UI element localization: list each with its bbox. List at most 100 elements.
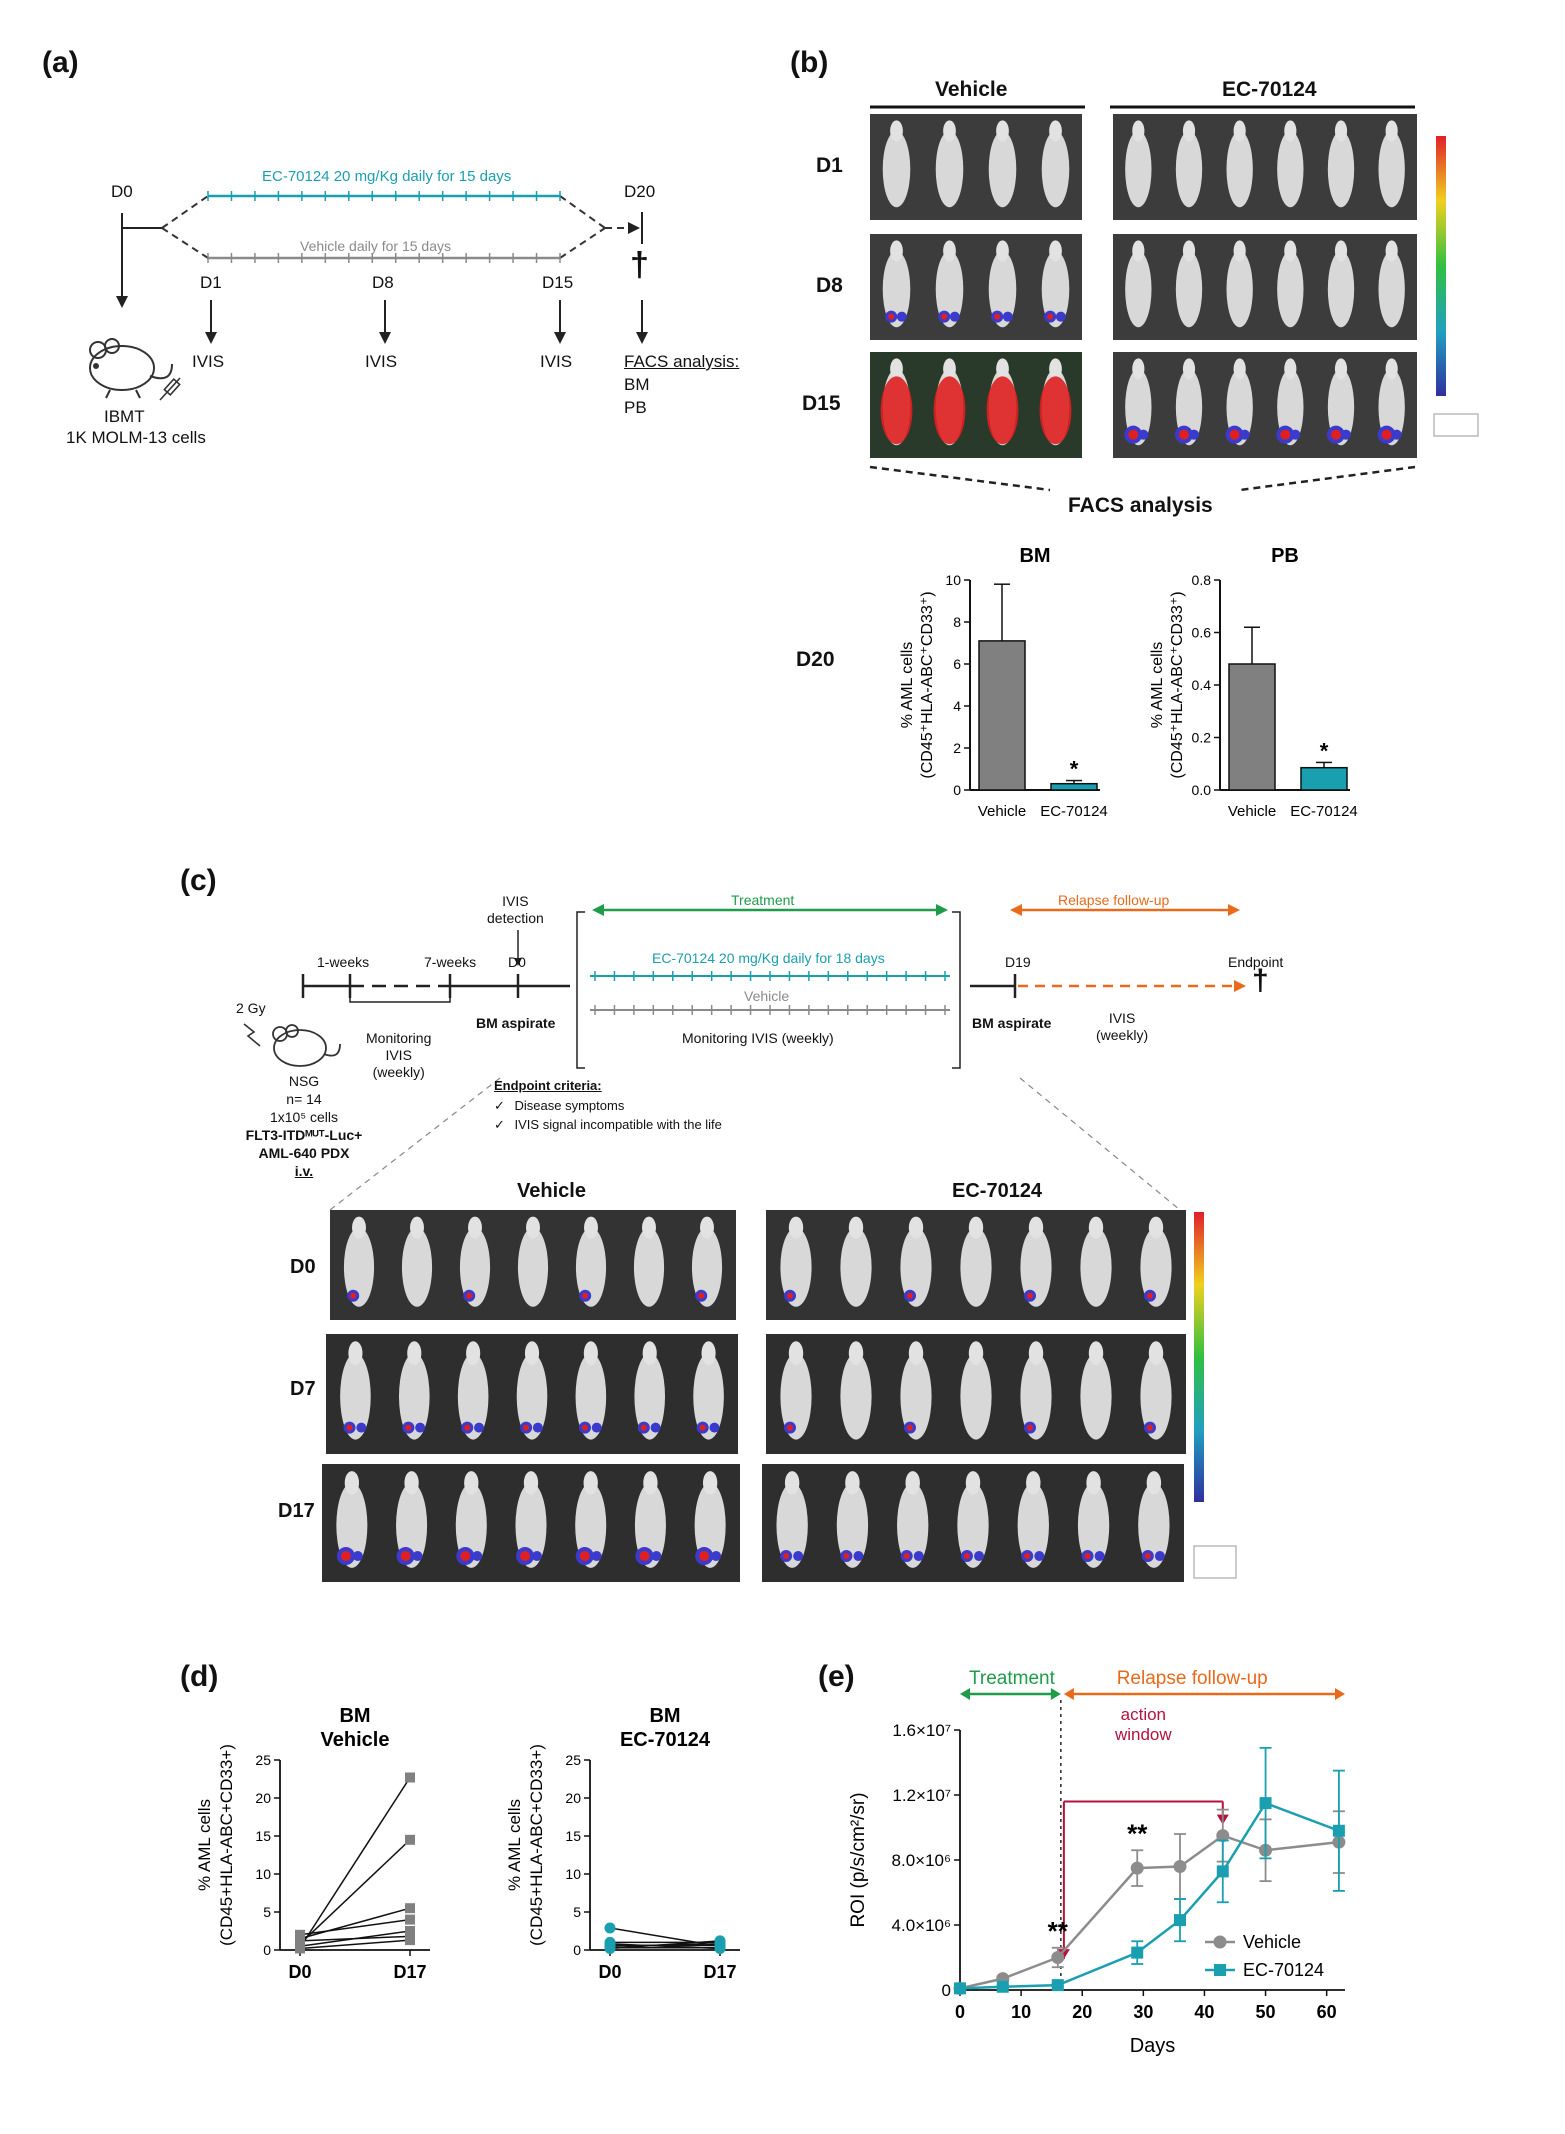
x-tick-label: 40 bbox=[1194, 2002, 1214, 2022]
mouse-head bbox=[943, 358, 956, 380]
bioluminescence-core bbox=[1024, 1553, 1031, 1560]
c-vehicle-header: Vehicle bbox=[517, 1180, 586, 1202]
y-axis-label: ROI (p/s/cm²/sr) bbox=[848, 1792, 869, 1927]
mouse-head bbox=[1182, 358, 1196, 380]
bioluminescence-spot bbox=[650, 1422, 661, 1433]
panel-label-c: (c) bbox=[180, 864, 217, 897]
mouse-head bbox=[1334, 358, 1348, 380]
relapse-label: Relapse follow-up bbox=[1117, 1668, 1268, 1689]
mouse-image bbox=[455, 1482, 487, 1568]
mouse-head bbox=[1026, 1471, 1041, 1495]
mouse-head bbox=[1385, 240, 1398, 262]
mouse-head bbox=[584, 1216, 598, 1239]
mouse-image bbox=[1140, 1227, 1172, 1307]
bioluminescence-core bbox=[464, 1424, 471, 1431]
mouse-image bbox=[882, 250, 911, 328]
y-axis-label: % AML cells bbox=[1149, 642, 1166, 729]
series-line bbox=[299, 1907, 411, 1940]
mouse-head bbox=[1088, 1341, 1104, 1366]
panel-label-d: (d) bbox=[180, 1660, 219, 1693]
bioluminescence-core bbox=[400, 1551, 411, 1562]
bioluminescence-core bbox=[466, 1292, 473, 1299]
bioluminescence-core bbox=[787, 1292, 793, 1299]
mouse-image bbox=[575, 1482, 607, 1568]
mouse-image bbox=[988, 130, 1017, 208]
mouse-head bbox=[788, 1216, 804, 1239]
bioluminescence-core bbox=[1147, 1424, 1153, 1431]
action-window-label: action bbox=[1121, 1705, 1166, 1724]
mouse-head bbox=[965, 1471, 981, 1495]
data-point bbox=[1051, 1951, 1065, 1964]
y-tick-label: 0 bbox=[263, 1942, 271, 1958]
significance-mark: ** bbox=[1127, 1818, 1148, 1848]
mouse-head bbox=[1088, 1216, 1104, 1239]
b-vehicle-header: Vehicle bbox=[935, 78, 1008, 101]
bioluminescence-spot bbox=[880, 376, 913, 445]
mouse-head bbox=[642, 1341, 657, 1366]
data-point bbox=[405, 1772, 415, 1783]
bioluminescence-core bbox=[941, 313, 948, 320]
c-ivis-weekly: IVIS (weekly) bbox=[1096, 1010, 1149, 1043]
a-day-label: D15 bbox=[542, 273, 574, 292]
series-line bbox=[959, 1801, 1340, 1990]
mouse-head bbox=[890, 240, 903, 262]
bioluminescence-core bbox=[582, 1292, 589, 1299]
c-colorbar bbox=[1193, 1212, 1237, 1579]
mouse-head bbox=[464, 1471, 479, 1495]
mouse-image bbox=[343, 1227, 375, 1307]
y-axis-label: (CD45+HLA-ABC+CD33+) bbox=[527, 1744, 546, 1946]
data-point bbox=[295, 1929, 305, 1940]
mouse-icon bbox=[272, 1024, 341, 1067]
bioluminescence-core bbox=[1047, 313, 1054, 320]
bioluminescence-spot bbox=[913, 1551, 924, 1562]
mouse-icon bbox=[89, 338, 173, 399]
bioluminescence-core bbox=[520, 1551, 531, 1562]
y-tick-label: 1.2×10⁷ bbox=[892, 1786, 951, 1805]
a-vehicle-label: Vehicle daily for 15 days bbox=[300, 238, 451, 254]
bioluminescence-core bbox=[698, 1292, 705, 1299]
y-tick-label: 2 bbox=[953, 740, 961, 756]
chart-title: BM bbox=[1019, 545, 1050, 567]
bioluminescence-core bbox=[907, 1292, 913, 1299]
x-tick-label: 20 bbox=[1072, 2002, 1092, 2022]
mouse-head bbox=[583, 1341, 598, 1366]
c-d19-label: D19 bbox=[1005, 954, 1031, 970]
mouse-head bbox=[1385, 358, 1398, 380]
b-imaging-ec-d15 bbox=[1113, 352, 1417, 458]
bioluminescence-spot bbox=[711, 1551, 722, 1562]
data-point bbox=[405, 1903, 415, 1914]
mouse-head bbox=[1284, 358, 1297, 380]
mouse-image bbox=[957, 1482, 989, 1568]
y-tick-label: 0 bbox=[573, 1942, 581, 1958]
mouse-image bbox=[575, 1227, 607, 1307]
x-tick-label: Vehicle bbox=[978, 803, 1026, 820]
data-point bbox=[1259, 1797, 1272, 1810]
series-line bbox=[959, 1834, 1340, 1990]
mouse-image bbox=[882, 130, 911, 208]
mouse-head bbox=[784, 1471, 800, 1495]
bioluminescence-core bbox=[787, 1424, 793, 1431]
series-line bbox=[299, 1839, 411, 1945]
bioluminescence-spot bbox=[1094, 1551, 1105, 1562]
mouse-head bbox=[1233, 120, 1246, 142]
mouse-head bbox=[1132, 240, 1145, 262]
c-imaging-ec-d17 bbox=[762, 1464, 1184, 1582]
mouse-image bbox=[1175, 130, 1203, 208]
a-cells-label: 1K MOLM-13 cells bbox=[66, 428, 206, 447]
bioluminescence-core bbox=[1330, 429, 1341, 440]
y-tick-label: 0.2 bbox=[1192, 730, 1212, 746]
x-tick-label: D17 bbox=[393, 1962, 426, 1982]
mouse-head bbox=[1086, 1471, 1101, 1495]
mouse-head bbox=[1334, 120, 1348, 142]
c-d0-label: D0 bbox=[508, 954, 526, 970]
bar bbox=[1228, 663, 1276, 791]
mouse-head bbox=[700, 1216, 714, 1239]
significance-mark: ** bbox=[1048, 1916, 1069, 1946]
b-row-label: D1 bbox=[816, 154, 843, 177]
bioluminescence-core bbox=[907, 1424, 913, 1431]
y-axis-label: % AML cells bbox=[195, 1799, 214, 1891]
c-bm-aspirate: BM aspirate bbox=[476, 1015, 556, 1031]
data-point bbox=[1051, 1979, 1064, 1992]
y-tick-label: 8 bbox=[953, 614, 961, 630]
